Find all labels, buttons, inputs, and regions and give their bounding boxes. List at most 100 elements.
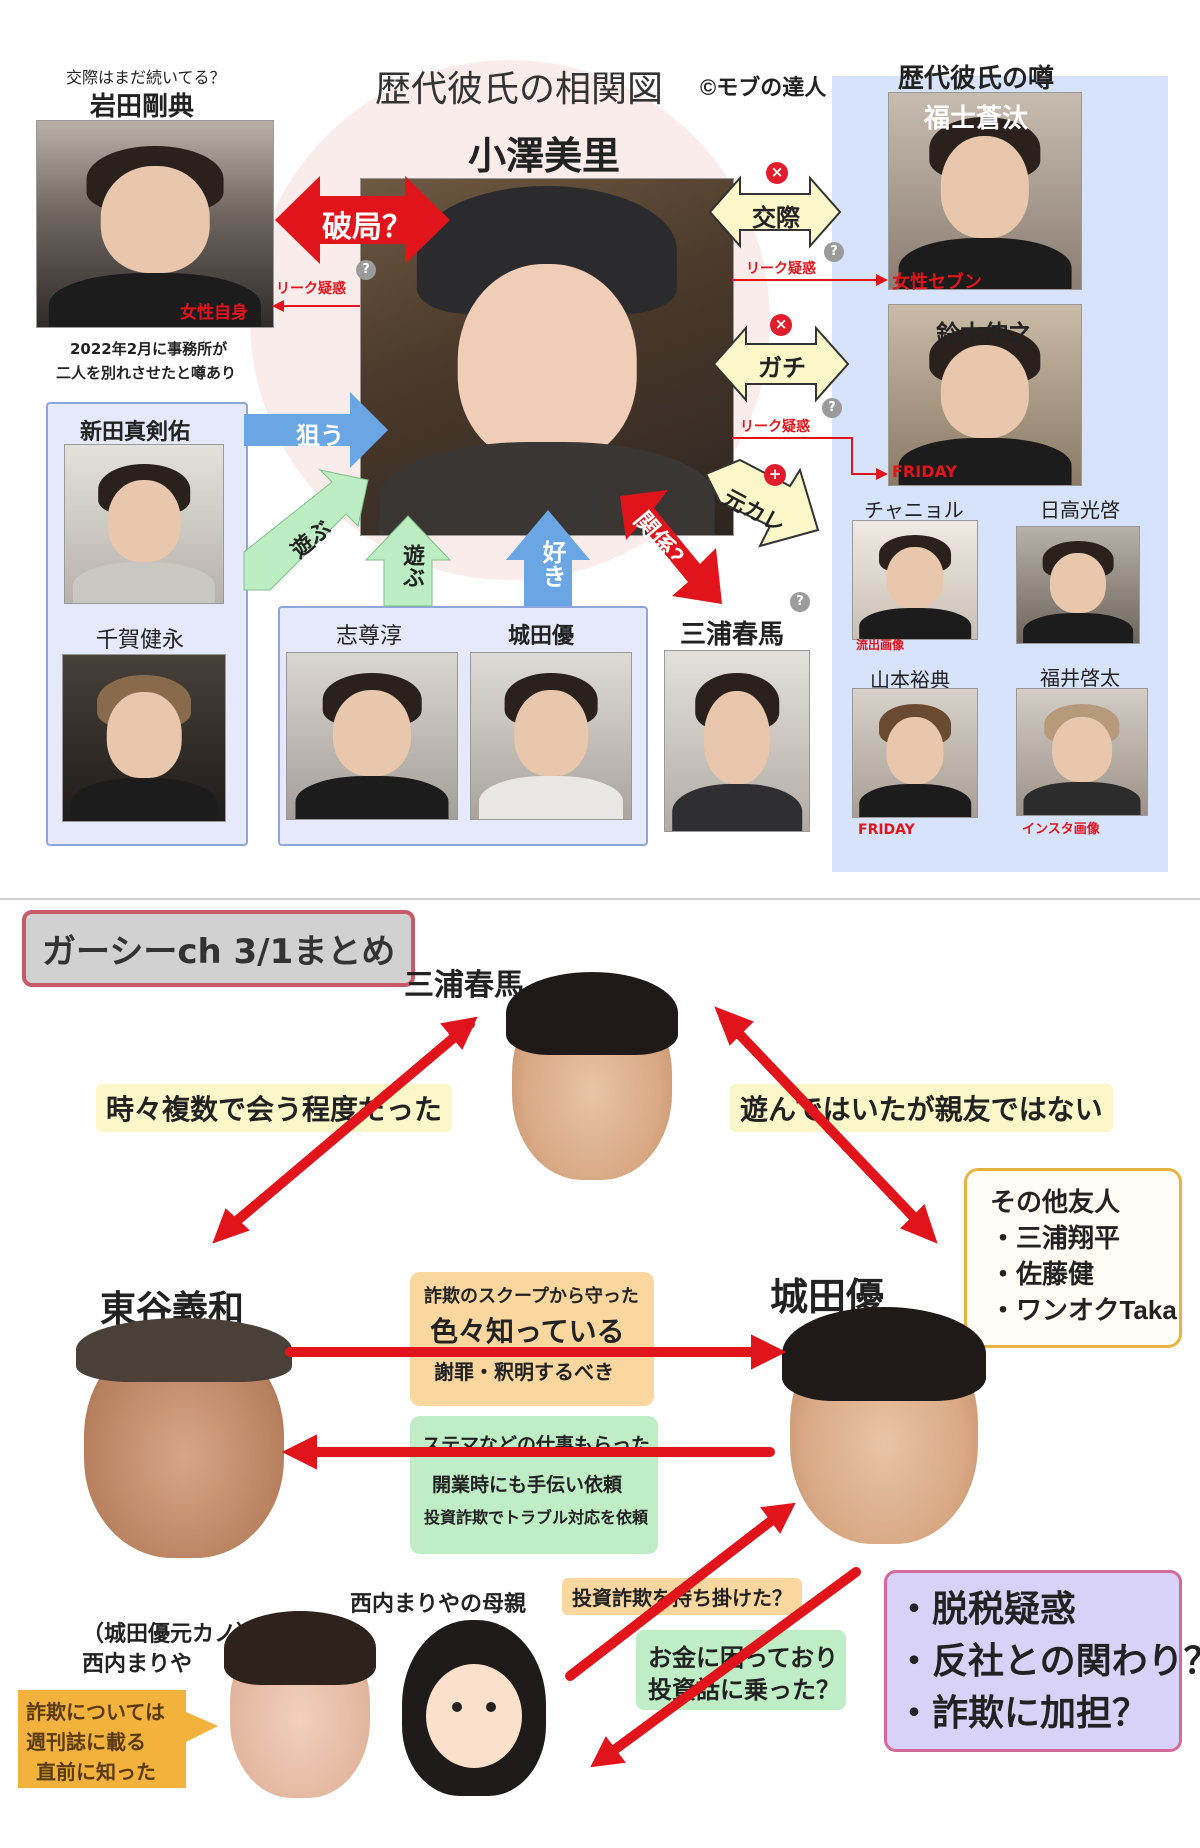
motokare-arrow — [704, 458, 820, 548]
iwata-question: 交際はまだ続いてる？ — [66, 70, 226, 87]
suzuki-photo — [888, 304, 1082, 486]
leak-label-iwata: リーク疑惑 — [276, 281, 346, 297]
shirota-name-top: 城田優 — [508, 623, 575, 648]
shison-photo — [286, 652, 458, 820]
miura-name-bottom: 三浦春馬 — [404, 969, 524, 1002]
shirota-face — [782, 1306, 986, 1544]
higashi-face — [76, 1318, 292, 1558]
question-mark-icon: ? — [824, 242, 844, 262]
green-box — [410, 1416, 658, 1554]
copyright-label: ©モブの達人 — [700, 75, 827, 100]
chiga-name: 千賀健永 — [96, 627, 185, 652]
suki-arrow — [506, 510, 590, 606]
arrow-miura-right — [719, 1013, 931, 1235]
asobu2-arrow — [364, 515, 452, 607]
iwata-note-line2: 二人を別れさせたと噂あり — [56, 364, 237, 382]
orange-box — [410, 1272, 654, 1406]
scam-note-box — [18, 1690, 186, 1788]
relationship-chart-bottom: ガーシーch 3/1まとめ 三浦春馬 時々複数で会う程度だった 遊んではいたが親… — [0, 900, 1200, 1848]
suspicion-item-3: ・詐欺に加担？ — [896, 1692, 1149, 1733]
question-mark-icon: ? — [356, 260, 376, 280]
cross-mark-icon: × — [766, 162, 788, 184]
suki-label: 好き — [538, 540, 565, 588]
suspicion-box — [884, 1570, 1182, 1752]
hakyoku-arrow — [275, 176, 450, 264]
arata-name: 新田真剣佑 — [80, 419, 191, 444]
yamamoto-photo — [852, 688, 978, 818]
hidaka-name: 日高光啓 — [1040, 500, 1120, 522]
chart-title: 歴代彼氏の相関図 — [375, 68, 664, 109]
fukui-photo — [1016, 688, 1148, 816]
arrow-shirota-to-mother — [601, 1567, 861, 1761]
suspicion-item-1: ・脱税疑惑 — [896, 1588, 1077, 1629]
orange-line-3: 謝罪・釈明するべき — [434, 1362, 614, 1384]
chiga-photo — [62, 654, 226, 822]
kankei-arrow — [620, 490, 722, 604]
summary-title: ガーシーch 3/1まとめ — [22, 910, 416, 987]
others-title: その他友人 — [990, 1187, 1121, 1217]
fukushi-source: 女性セブン — [892, 272, 982, 293]
scam-note-pointer — [186, 1712, 218, 1742]
asobu1-arrow — [243, 469, 369, 591]
nerau-label: 狙う — [296, 423, 344, 450]
green-line-3: 投資詐欺でトラブル対応を依頼 — [424, 1510, 649, 1527]
kousai-label: 交際 — [752, 205, 800, 232]
question-mark-icon: ? — [790, 592, 810, 612]
hidaka-photo — [1016, 526, 1140, 644]
relationship-chart-top: 歴代彼氏の相関図 ©モブの達人 小澤美里 歴代彼氏の噂 交際はまだ続いてる？ 岩… — [0, 0, 1200, 900]
shison-name: 志尊淳 — [336, 623, 403, 648]
chanyeol-photo — [852, 520, 978, 640]
miura-name-top: 三浦春馬 — [680, 619, 785, 649]
scam-note-line-1: 詐欺については — [26, 1702, 165, 1724]
fukui-source: インスタ画像 — [1022, 822, 1100, 837]
miura-face — [505, 972, 679, 1180]
top-arrows — [243, 175, 888, 607]
asobu2-label: 遊ぶ — [400, 544, 425, 588]
others-box — [964, 1168, 1182, 1348]
gachi-arrow — [712, 325, 850, 403]
orange-line-2: 色々知っている — [430, 1316, 625, 1347]
iwata-photo — [36, 120, 274, 328]
yamamoto-source: FRIDAY — [858, 822, 915, 838]
mother-illustration — [402, 1620, 546, 1796]
cross-mark-icon: × — [770, 314, 792, 336]
arrow-mother-to-shirota — [565, 1509, 785, 1681]
fukui-name: 福井啓太 — [1040, 668, 1120, 690]
fukushi-photo — [888, 92, 1082, 290]
nerau-arrow — [244, 392, 388, 468]
scam-note-line-2: 週刊誌に載る — [26, 1732, 146, 1754]
yamamoto-name: 山本裕典 — [870, 670, 950, 692]
kousai-arrow — [708, 175, 842, 249]
suspicion-item-2: ・反社との関わり？ — [896, 1640, 1200, 1681]
center-name: 小澤美里 — [468, 136, 621, 178]
others-item-1: ・三浦翔平 — [990, 1223, 1121, 1253]
suzuki-name: 鈴木伸之 — [936, 321, 1032, 348]
mother-name: 西内まりやの母親 — [350, 1591, 527, 1616]
orange-line-1: 詐欺のスクープから守った — [424, 1286, 639, 1306]
arata-photo — [64, 444, 224, 604]
nishiuchi-line-2: 西内まりや — [82, 1651, 193, 1676]
leak-label-suzuki: リーク疑惑 — [740, 419, 810, 435]
green-line-2: 開業時にも手伝い依頼 — [432, 1475, 623, 1496]
panel-divider — [0, 898, 1200, 900]
arrow-miura-left — [221, 1019, 475, 1235]
scam-note-line-3: 直前に知った — [36, 1762, 156, 1784]
fukushi-name: 福士蒼汰 — [924, 103, 1029, 133]
bottom-arrows — [186, 1006, 938, 1768]
gachi-label: ガチ — [758, 355, 806, 382]
leak-line-suzuki — [732, 437, 880, 475]
chanyeol-name: チャニョル — [864, 500, 964, 522]
shirota-photo-top — [470, 652, 632, 820]
iwata-note-line1: 2022年2月に事務所が — [70, 340, 228, 358]
others-item-2: ・佐藤健 — [990, 1259, 1095, 1289]
plus-mark-icon: + — [764, 464, 786, 486]
suzuki-source: FRIDAY — [892, 462, 957, 481]
nishiuchi-face — [224, 1611, 376, 1798]
iwata-source: 女性自身 — [180, 303, 248, 323]
leak-label-fukushi: リーク疑惑 — [746, 261, 816, 277]
question-mark-icon: ? — [822, 398, 842, 418]
iwata-name: 岩田剛典 — [90, 91, 195, 121]
rumor-header: 歴代彼氏の噂 — [898, 63, 1055, 93]
money-box — [636, 1630, 846, 1710]
others-item-3: ・ワンオクTaka — [990, 1295, 1177, 1325]
